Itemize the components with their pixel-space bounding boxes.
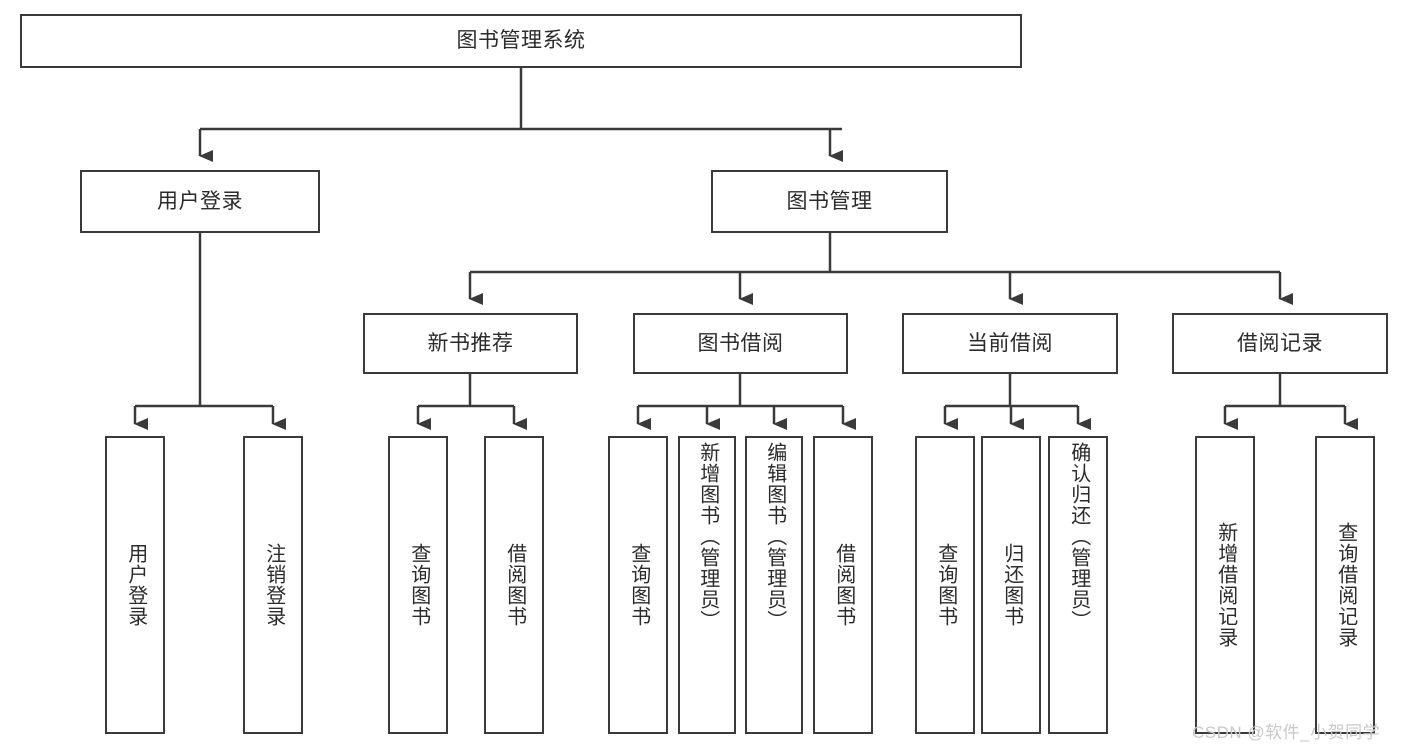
leaf-user-login[interactable]: 用户登录 (105, 436, 165, 734)
leaf-query-book-current[interactable]: 查询图书 (915, 436, 975, 734)
node-current-borrow[interactable]: 当前借阅 (902, 313, 1118, 374)
leaf-confirm-return-admin[interactable]: 确认归还（管理员） (1048, 436, 1108, 734)
node-borrow-record[interactable]: 借阅记录 (1172, 313, 1388, 374)
leaf-add-borrow-record[interactable]: 新增借阅记录 (1195, 436, 1255, 734)
leaf-return-book[interactable]: 归还图书 (981, 436, 1041, 734)
leaf-query-borrow-record[interactable]: 查询借阅记录 (1315, 436, 1375, 734)
node-book-management[interactable]: 图书管理 (711, 170, 948, 233)
node-user-login[interactable]: 用户登录 (80, 170, 320, 233)
leaf-query-book-borrow[interactable]: 查询图书 (608, 436, 668, 734)
node-new-book-recommend[interactable]: 新书推荐 (363, 313, 578, 374)
node-book-borrow[interactable]: 图书借阅 (633, 313, 848, 374)
leaf-user-logout[interactable]: 注销登录 (243, 436, 303, 734)
node-root-system[interactable]: 图书管理系统 (20, 14, 1022, 68)
leaf-query-book-newbook[interactable]: 查询图书 (388, 436, 448, 734)
leaf-lend-book[interactable]: 借阅图书 (813, 436, 873, 734)
leaf-edit-book-admin[interactable]: 编辑图书（管理员） (745, 436, 803, 734)
leaf-add-book-admin[interactable]: 新增图书（管理员） (678, 436, 736, 734)
leaf-borrow-book-newbook[interactable]: 借阅图书 (484, 436, 544, 734)
